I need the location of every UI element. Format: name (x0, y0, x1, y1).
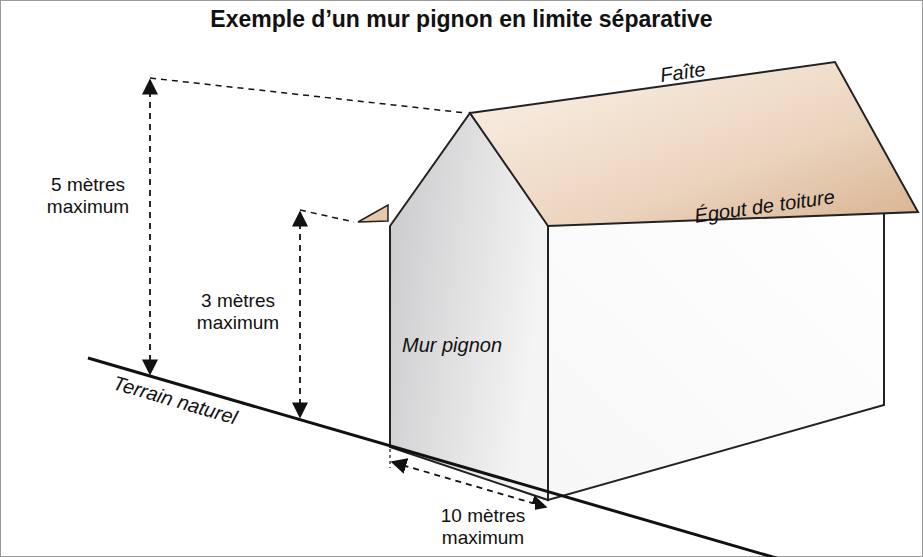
roof (470, 62, 918, 226)
dimension-label: 3 mètres maximum (190, 289, 286, 335)
diagram-title: Exemple d’un mur pignon en limite sépara… (0, 6, 923, 33)
part-label: Mur pignon (402, 334, 502, 357)
dimension-arrow (299, 212, 301, 417)
dimension-label: 5 mètres maximum (40, 173, 136, 219)
part-label: Égout de toiture (693, 185, 836, 227)
part-label: Faîte (659, 57, 707, 86)
side-wall (548, 178, 884, 500)
dimension-leader (150, 78, 466, 113)
ground-line (88, 358, 790, 557)
dimension-arrow (392, 462, 546, 507)
roof-overhang (358, 205, 388, 222)
dimension-leader (389, 449, 390, 468)
part-label: Terrain naturel (110, 371, 240, 429)
dimension-label: 10 mètres maximum (431, 504, 535, 550)
dimension-arrow (149, 80, 151, 374)
dimension-leader (300, 210, 354, 222)
